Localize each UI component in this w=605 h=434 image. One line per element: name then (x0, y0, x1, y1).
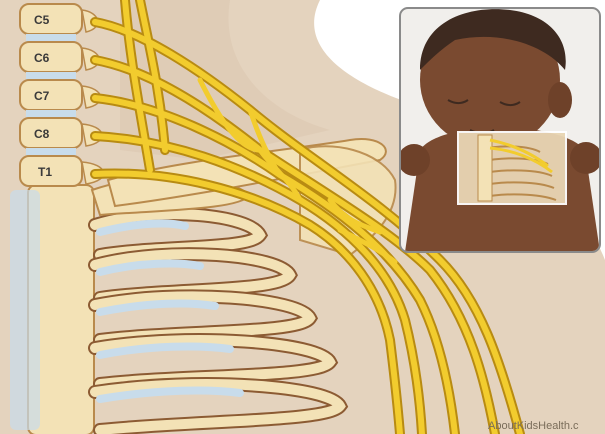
inset-highlight-box (458, 132, 566, 204)
inset-panel (398, 8, 602, 252)
label-c5: C5 (34, 13, 50, 27)
infant-left-fist (398, 144, 430, 176)
vertebra-c6 (20, 42, 82, 72)
vertebra-c5 (20, 4, 82, 34)
label-c6: C6 (34, 51, 50, 65)
vertebra-c8 (20, 118, 82, 148)
label-c7: C7 (34, 89, 50, 103)
vertebral-column (10, 4, 104, 434)
credit-text: AboutKidsHealth.c (488, 420, 579, 432)
infant-right-fist (570, 142, 602, 174)
vertebra-c7 (20, 80, 82, 110)
label-t1: T1 (38, 165, 52, 179)
label-c8: C8 (34, 127, 50, 141)
